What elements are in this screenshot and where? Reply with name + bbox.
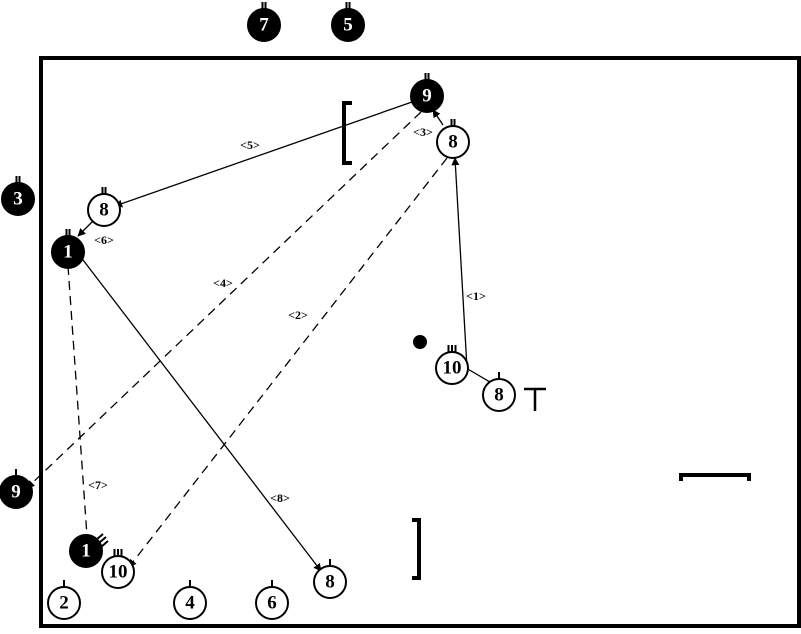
arrow-4-label: <4>	[213, 276, 233, 290]
player-label: 4	[185, 593, 195, 614]
player-5-outside: 5	[331, 2, 365, 42]
player-1-left: 1	[51, 229, 85, 269]
goal-marker-bottom	[412, 518, 421, 580]
arrow-6-line	[77, 220, 94, 237]
arrow-5-label: <5>	[240, 138, 260, 152]
player-label: 8	[99, 200, 109, 221]
arrow-6-label: <6>	[94, 233, 114, 247]
player-label: 8	[325, 572, 335, 593]
player-label: 6	[267, 593, 277, 614]
player-9-top: 9	[410, 73, 444, 113]
player-label: 10	[443, 358, 462, 379]
arrow-4-line	[26, 111, 422, 489]
arrow-3-label: <3>	[413, 125, 433, 139]
player-2-outside: 2	[47, 580, 81, 620]
arrow-2-line	[128, 157, 448, 568]
player-8-mid: 8	[482, 372, 516, 412]
field-boundary	[39, 56, 801, 628]
goal-marker-top	[342, 101, 352, 165]
player-4-outside: 4	[173, 580, 207, 620]
arrow-7-label: <7>	[88, 478, 108, 492]
player-label: 1	[63, 242, 73, 263]
arrow-8-label: <8>	[270, 491, 290, 505]
player-1-bottom: 1	[69, 533, 109, 568]
players-layer: 9 8 8 1 3 7 5	[0, 2, 516, 620]
player-label: 3	[13, 189, 23, 210]
arrow-1-line	[451, 157, 468, 369]
player-label: 9	[11, 482, 21, 503]
player-label: 5	[343, 15, 353, 36]
player-label: 10	[109, 562, 128, 583]
arrow-1-label: <1>	[466, 289, 486, 303]
ball	[413, 335, 427, 349]
player-label: 8	[448, 132, 458, 153]
player-9-side: 9	[0, 469, 33, 509]
player-label: 8	[494, 385, 504, 406]
player-6-outside: 6	[255, 580, 289, 620]
player-label: 7	[259, 15, 269, 36]
player-8-top: 8	[436, 119, 470, 159]
player-label: 1	[81, 541, 91, 562]
player-10-mid: 10	[435, 345, 469, 385]
t-marker	[524, 387, 546, 411]
player-7-outside: 7	[247, 2, 281, 42]
player-10-bottom: 10	[101, 549, 135, 589]
arrow-3-line	[432, 109, 444, 126]
arrow-2-label: <2>	[288, 308, 308, 322]
arrow-5-line	[114, 101, 413, 208]
player-8-bottom: 8	[313, 559, 347, 599]
goal-marker-right	[679, 473, 751, 481]
arrow-8-line	[79, 255, 322, 572]
player-label: 9	[422, 86, 432, 107]
arrow-7-line	[67, 265, 88, 537]
player-3-outside: 3	[1, 176, 35, 216]
player-label: 2	[59, 593, 69, 614]
player-8-left: 8	[87, 187, 121, 227]
connector-10-8	[465, 367, 491, 383]
